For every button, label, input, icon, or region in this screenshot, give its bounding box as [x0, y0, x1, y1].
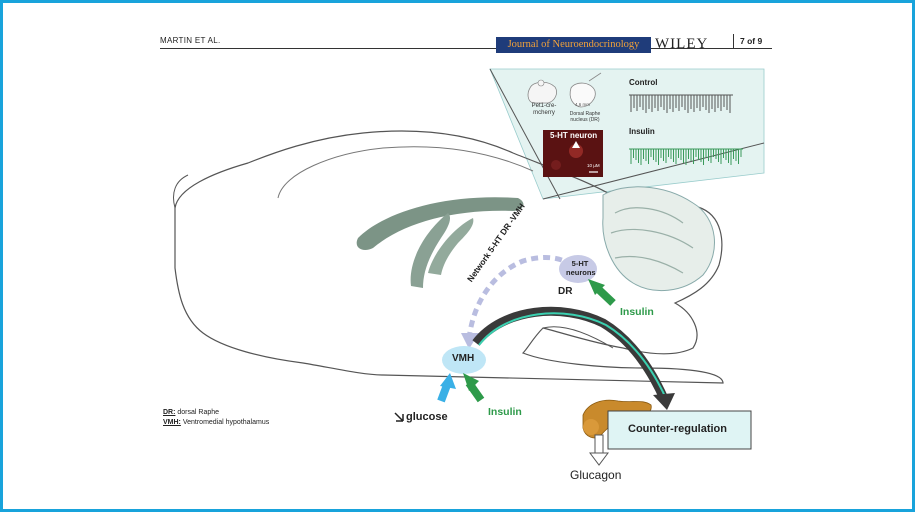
legend-dr-abbr: DR: — [163, 409, 176, 416]
cerebellum — [602, 186, 715, 292]
inset-edge-left — [489, 68, 561, 200]
insulin-trace — [629, 148, 743, 165]
brain-diagram — [173, 68, 765, 466]
journal-banner: Journal of Neuroendocrinology — [496, 37, 651, 53]
insulin-dr-arrowhead — [588, 279, 605, 295]
fornix-shape — [410, 213, 451, 288]
counter-regulation-label: Counter-regulation — [628, 423, 727, 435]
brainstem-line — [542, 326, 614, 349]
olfactory-outline — [173, 174, 189, 209]
ht-neurons-label: 5-HT neurons — [566, 259, 596, 277]
cerebellum-folia — [610, 207, 694, 274]
glucose-label: glucose — [406, 411, 448, 423]
publisher-logo: WILEY — [655, 36, 709, 52]
vmh-node — [442, 346, 486, 374]
mm-scale-label: 4,6 mm — [575, 102, 591, 107]
neuron-marker-icon — [572, 141, 580, 148]
counter-regulation-arrowhead — [653, 393, 675, 410]
insulin-vmh-arrowhead — [463, 373, 479, 391]
electrode-icon — [588, 72, 602, 82]
neuron-scale-label: 10 µM — [587, 163, 600, 168]
network-arrowhead — [461, 333, 479, 349]
cortex-line — [277, 146, 534, 199]
legend-dr-text: dorsal Raphe — [175, 409, 220, 416]
running-head-author: MARTIN ET AL. — [160, 36, 221, 45]
insulin-inset-label: Insulin — [629, 127, 655, 136]
neuron-glow-2 — [551, 160, 561, 170]
legend-dr: DR: dorsal Raphe — [163, 409, 219, 416]
legend-vmh-abbr: VMH: — [163, 419, 181, 426]
glucose-arrow — [437, 383, 451, 403]
insulin-vmh-label: Insulin — [488, 406, 522, 418]
corpus-callosum — [356, 197, 524, 250]
mouse-label: Pet1-cre-mcherry — [531, 103, 557, 116]
ht-neurons-node — [559, 255, 597, 283]
legend-vmh: VMH: Ventromedial hypothalamus — [163, 419, 269, 426]
pancreas-head — [583, 419, 599, 435]
counter-regulation-box — [607, 410, 752, 450]
glucose-arrowhead — [440, 373, 456, 389]
dr-inset-label: Dorsal Raphe nucleus (DR) — [569, 111, 601, 123]
header-rule — [160, 48, 772, 49]
fornix-shape-2 — [428, 218, 474, 275]
counter-regulation-path-glow — [478, 312, 669, 404]
mouse-ear-icon — [537, 79, 545, 87]
inset-edge-bottom — [542, 142, 765, 200]
brain-section-icon — [569, 82, 596, 108]
brain-outline — [174, 130, 724, 384]
glucagon-arrowhead — [589, 452, 609, 466]
control-trace — [629, 94, 733, 113]
neuron-label: 5-HT neuron — [550, 131, 598, 140]
insulin-dr-label: Insulin — [620, 306, 654, 318]
glucose-down-icon — [394, 412, 404, 422]
header-separator — [733, 34, 734, 48]
vmh-label: VMH — [452, 353, 475, 364]
glucagon-arrow-shaft — [594, 434, 604, 454]
glucagon-label: Glucagon — [570, 468, 622, 482]
network-arrow — [466, 255, 573, 340]
page-number: 7 of 9 — [740, 36, 763, 46]
legend-vmh-text: Ventromedial hypothalamus — [180, 419, 270, 426]
control-label: Control — [629, 78, 658, 87]
dr-label: DR — [558, 286, 573, 297]
